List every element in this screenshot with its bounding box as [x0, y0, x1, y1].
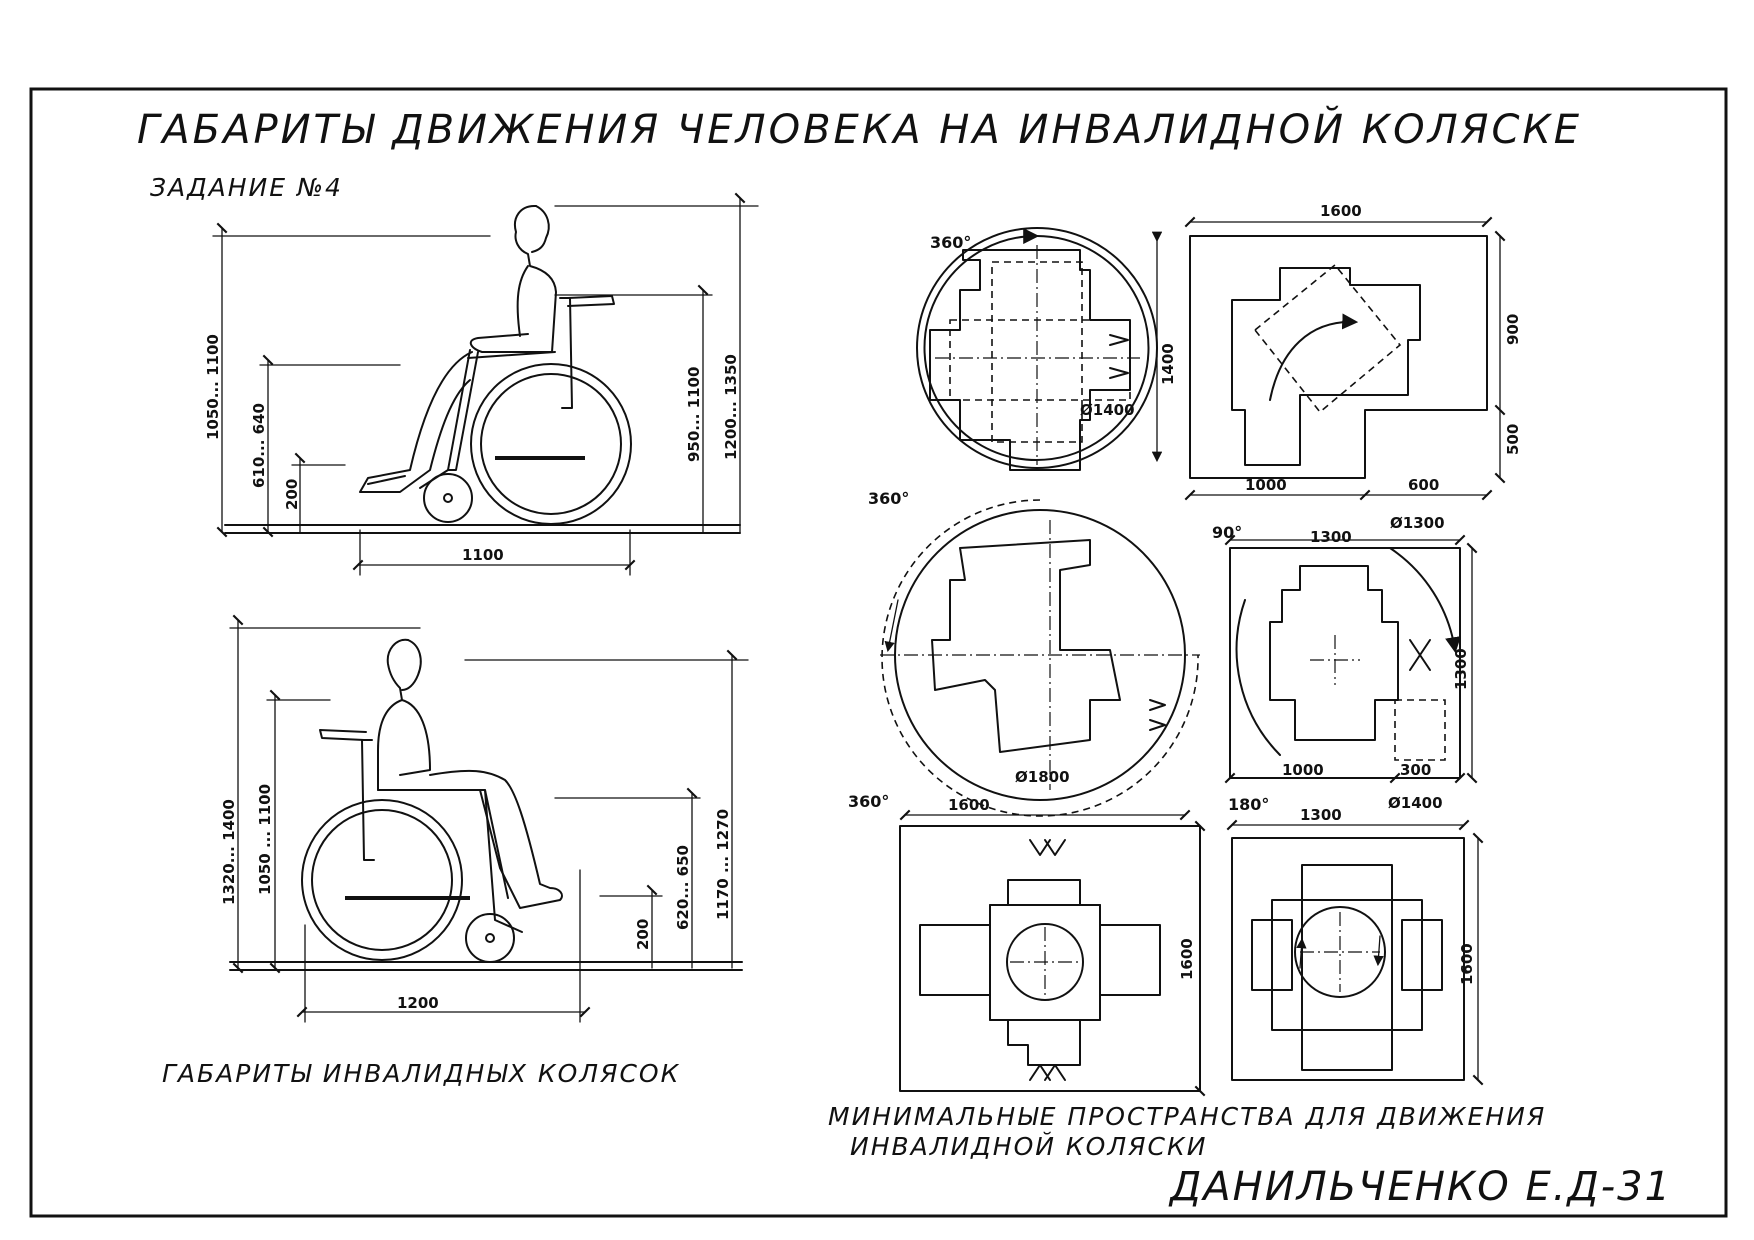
side-view-female: 1050... 1100 610... 640 200 950... 1100 … [204, 192, 759, 576]
dim-1600-top-square: 1600 [948, 796, 990, 814]
diameter-1400: Ø1400 [1080, 401, 1135, 419]
dim-1100: 1100 [462, 546, 504, 564]
dim-1600-side-square: 1600 [1178, 938, 1196, 980]
plan-circle-1400: 360° 1400 Ø1400 [916, 227, 1177, 471]
diameter-1400-turn180: Ø1400 [1388, 794, 1443, 812]
dim-1200-1350: 1200... 1350 [722, 354, 740, 460]
caption-left: ГАБАРИТЫ ИНВАЛИДНЫХ КОЛЯСОК [162, 1059, 680, 1088]
dim-200-male: 200 [634, 919, 652, 950]
dim-500-corner: 500 [1504, 424, 1522, 455]
plan-corner-turn: 1600 900 500 1000 600 [1184, 202, 1522, 501]
dim-900-corner: 900 [1504, 314, 1522, 345]
task-subtitle: ЗАДАНИЕ №4 [150, 173, 343, 202]
angle-180: 180° [1228, 795, 1269, 814]
dim-610-640: 610... 640 [250, 403, 268, 488]
sheet-frame [29, 87, 1728, 1218]
dim-1300-top: 1300 [1310, 528, 1352, 546]
dim-200-female: 200 [283, 479, 301, 510]
plan-turn-180: 180° Ø1400 1300 1600 [1226, 794, 1484, 1086]
dim-1200: 1200 [397, 994, 439, 1012]
dim-1600-turn180: 1600 [1458, 943, 1476, 985]
dim-1000-corner: 1000 [1245, 476, 1287, 494]
dim-300-turn90: 300 [1400, 761, 1431, 779]
plan-turn-90: 90° Ø1300 1300 1300 1000 300 [1212, 514, 1478, 784]
dim-1300-turn180: 1300 [1300, 806, 1342, 824]
caption-right-line1: МИНИМАЛЬНЫЕ ПРОСТРАНСТВА ДЛЯ ДВИЖЕНИЯ [828, 1102, 1546, 1131]
side-view-male: 1320... 1400 1050 ... 1100 200 620... 65… [220, 614, 749, 1023]
diameter-1800: Ø1800 [1015, 768, 1070, 786]
author-signature: ДАНИЛЬЧЕНКО Е.Д-31 [1168, 1164, 1672, 1210]
dim-950-1100: 950... 1100 [685, 367, 703, 462]
plan-square-1600: 360° 1600 1600 [848, 792, 1206, 1097]
angle-360-plan1: 360° [930, 233, 971, 252]
dim-620-650: 620... 650 [674, 845, 692, 930]
dim-1600-corner: 1600 [1320, 202, 1362, 220]
diameter-1300: Ø1300 [1390, 514, 1445, 532]
dim-1000-turn90: 1000 [1282, 761, 1324, 779]
dim-1300-side: 1300 [1452, 648, 1470, 690]
sheet-title: ГАБАРИТЫ ДВИЖЕНИЯ ЧЕЛОВЕКА НА ИНВАЛИДНОЙ… [137, 105, 1582, 153]
caption-right-line2: ИНВАЛИДНОЙ КОЛЯСКИ [850, 1132, 1207, 1161]
dim-1050-1100-female: 1050... 1100 [204, 334, 222, 440]
dim-600-corner: 600 [1408, 476, 1439, 494]
plan-circle-1800: 360° Ø1800 [868, 489, 1200, 817]
dim-1400-vertical: 1400 [1159, 343, 1177, 385]
angle-360-plan5: 360° [848, 792, 889, 811]
angle-360-plan3: 360° [868, 489, 909, 508]
dim-1320-1400: 1320... 1400 [220, 799, 238, 905]
angle-90: 90° [1212, 523, 1242, 542]
dim-1170-1270: 1170 ... 1270 [714, 809, 732, 920]
dim-1050-1100-male: 1050 ... 1100 [256, 784, 274, 895]
